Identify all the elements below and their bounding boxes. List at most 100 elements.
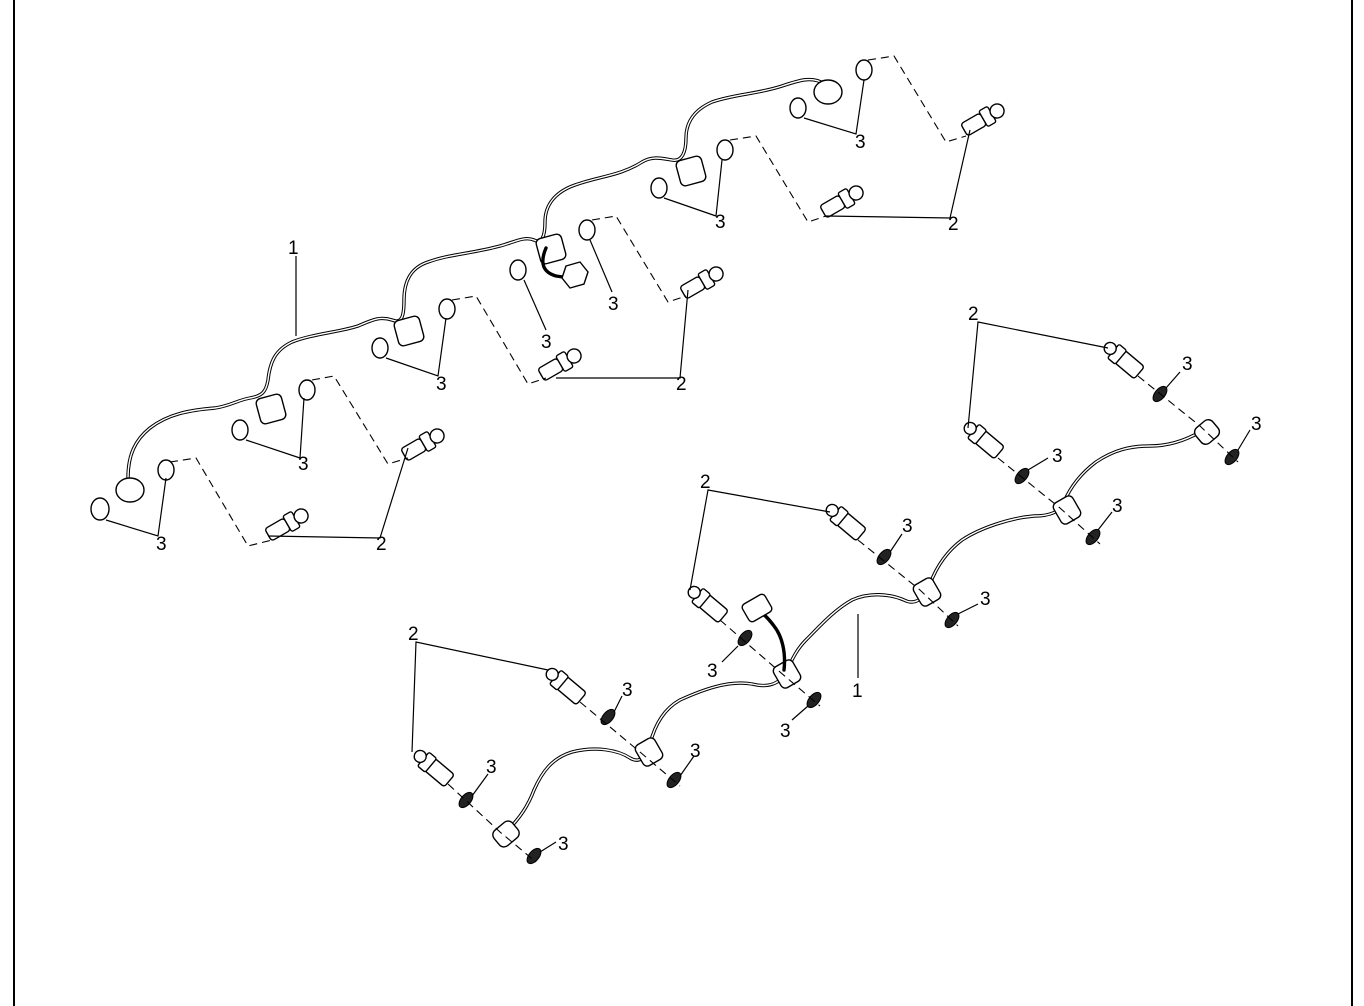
lower-leader-3 [1165, 371, 1181, 389]
callout-sealing-washer: 3 [855, 132, 866, 153]
lower-assembly-line [719, 619, 821, 707]
lower-assembly-line [857, 539, 959, 627]
callout-sealing-washer: 3 [707, 661, 718, 682]
upper-fuel-tube-highlight [127, 78, 826, 479]
lower-gasket [806, 691, 822, 709]
callout-sealing-washer: 3 [608, 294, 619, 315]
callout-banjo-bolt: 2 [676, 374, 687, 395]
upper-leader-3 [245, 397, 305, 459]
upper-assembly-line [311, 375, 409, 465]
upper-washer [789, 97, 807, 119]
upper-banjo-eye-3 [535, 233, 567, 265]
lower-end-fitting-left [492, 820, 520, 848]
callout-sealing-washer: 3 [1052, 446, 1063, 467]
lower-leader-2 [967, 321, 1109, 429]
lower-assembly-line [447, 783, 537, 863]
lower-gasket [1014, 467, 1030, 485]
upper-end-fitting-right [813, 79, 843, 105]
upper-washer [716, 139, 734, 161]
lower-banjo-eye-1 [634, 737, 664, 767]
callout-sealing-washer: 3 [541, 332, 552, 353]
lower-banjo-eye-3 [912, 577, 942, 607]
upper-leader-3 [589, 239, 613, 293]
upper-leader-3 [803, 79, 865, 135]
upper-leader-3 [105, 477, 167, 537]
upper-banjo-bolt [538, 348, 582, 381]
callout-tube-assembly: 1 [288, 238, 299, 259]
lower-assembly-line [579, 701, 681, 787]
upper-washer [509, 259, 527, 281]
upper-banjo-bolt [961, 103, 1005, 136]
upper-branch-tube [541, 246, 572, 280]
callout-sealing-washer: 3 [690, 741, 701, 762]
lower-banjo-bolt [413, 749, 454, 787]
lower-assembly-line [997, 457, 1101, 545]
upper-fuel-tube-assembly: 1 2 2 2 3 3 3 3 3 3 3 [90, 55, 1005, 555]
callout-sealing-washer: 3 [486, 757, 497, 778]
lower-banjo-bolt [687, 585, 728, 623]
upper-washer [650, 177, 668, 199]
lower-leader-2 [411, 641, 549, 753]
upper-leader-2b [556, 289, 689, 379]
lower-leader-3 [539, 841, 557, 853]
upper-end-fitting-left [115, 477, 145, 503]
callout-sealing-washer: 3 [715, 212, 726, 233]
upper-washer [371, 337, 389, 359]
upper-banjo-eye-4 [675, 155, 707, 187]
upper-washer [157, 459, 175, 481]
lower-gasket [526, 847, 542, 865]
lower-leader-3 [679, 755, 695, 777]
callout-sealing-washer: 3 [980, 589, 991, 610]
callout-sealing-washer: 3 [622, 680, 633, 701]
upper-leader-3 [663, 159, 723, 217]
upper-banjo-bolt [401, 428, 445, 461]
lower-leader-3 [957, 603, 979, 615]
upper-assembly-line [169, 457, 273, 547]
callout-banjo-bolt: 2 [968, 304, 979, 325]
lower-leader-3 [613, 695, 623, 713]
upper-washer [298, 379, 316, 401]
callout-banjo-bolt: 2 [376, 534, 387, 555]
lower-end-fitting-right [1193, 419, 1221, 445]
upper-banjo-bolt [680, 266, 724, 299]
upper-banjo-bolt [820, 185, 864, 218]
lower-branch-tube [758, 610, 787, 672]
callout-banjo-bolt: 2 [408, 624, 419, 645]
upper-washer [90, 497, 110, 521]
lower-leader-3 [1237, 429, 1251, 451]
lower-banjo-bolt [545, 667, 586, 705]
upper-branch-nut [561, 261, 589, 289]
upper-washer [578, 219, 596, 241]
callout-sealing-washer: 3 [298, 454, 309, 475]
upper-banjo-eye-2 [393, 315, 425, 347]
upper-assembly-line [867, 55, 967, 143]
lower-branch-nut [741, 593, 773, 623]
lower-leader-3 [1027, 457, 1049, 471]
lower-leader-3 [1097, 511, 1113, 531]
lower-banjo-eye-4 [1052, 495, 1082, 525]
upper-washer [231, 419, 249, 441]
upper-leader-2c [825, 129, 971, 219]
upper-banjo-bolt [265, 508, 309, 541]
lower-banjo-eye-2 [772, 659, 802, 689]
lower-fuel-tube-assembly: 1 2 2 2 3 3 3 3 3 3 3 3 3 3 3 3 [408, 304, 1262, 865]
callout-banjo-bolt: 2 [700, 472, 711, 493]
callout-sealing-washer: 3 [1112, 496, 1123, 517]
lower-banjo-bolt [1103, 341, 1144, 379]
lower-banjo-bolt [963, 421, 1004, 459]
lower-fuel-tube [504, 430, 1202, 834]
callout-sealing-washer: 3 [902, 516, 913, 537]
callout-sealing-washer: 3 [1251, 414, 1262, 435]
lower-gasket [666, 771, 682, 789]
callout-sealing-washer: 3 [436, 374, 447, 395]
lower-gasket [876, 548, 892, 566]
lower-leader-2 [689, 489, 831, 591]
upper-leader-3 [523, 279, 547, 331]
callout-tube-assembly: 1 [852, 681, 863, 702]
upper-banjo-eye-1 [255, 393, 287, 425]
lower-gasket [737, 629, 753, 647]
lower-leader-3 [889, 533, 903, 553]
lower-leader-3 [721, 645, 739, 663]
